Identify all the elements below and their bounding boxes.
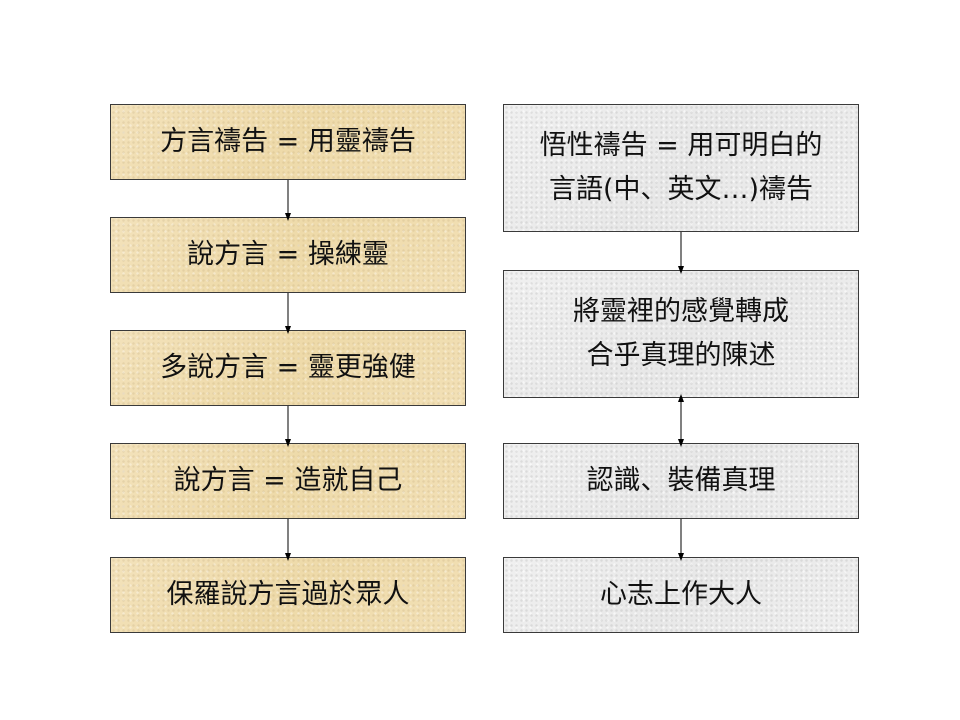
left-box-5-text: 保羅說方言過於眾人 (166, 579, 410, 610)
right-box-1-text: 悟性禱告 = 用可明白的 言語(中、英文…)禱告 (539, 130, 823, 205)
left-box-4-text: 說方言 = 造就自己 (173, 465, 403, 496)
right-box-3: 認識、裝備真理 (503, 443, 859, 519)
left-box-3: 多說方言 = 靈更強健 (110, 330, 466, 406)
left-box-4: 說方言 = 造就自己 (110, 443, 466, 519)
right-box-4-text: 心志上作大人 (600, 579, 762, 610)
left-box-1-text: 方言禱告 = 用靈禱告 (160, 126, 416, 157)
left-box-5: 保羅說方言過於眾人 (110, 557, 466, 633)
left-box-1: 方言禱告 = 用靈禱告 (110, 104, 466, 180)
right-box-4: 心志上作大人 (503, 557, 859, 633)
right-box-2-text: 將靈裡的感覺轉成 合乎真理的陳述 (573, 296, 789, 371)
left-box-2-text: 說方言 = 操練靈 (187, 239, 389, 270)
left-box-3-text: 多說方言 = 靈更強健 (160, 352, 416, 383)
right-box-3-text: 認識、裝備真理 (586, 465, 776, 496)
right-box-2: 將靈裡的感覺轉成 合乎真理的陳述 (503, 270, 859, 398)
right-box-1: 悟性禱告 = 用可明白的 言語(中、英文…)禱告 (503, 104, 859, 232)
left-box-2: 說方言 = 操練靈 (110, 217, 466, 293)
